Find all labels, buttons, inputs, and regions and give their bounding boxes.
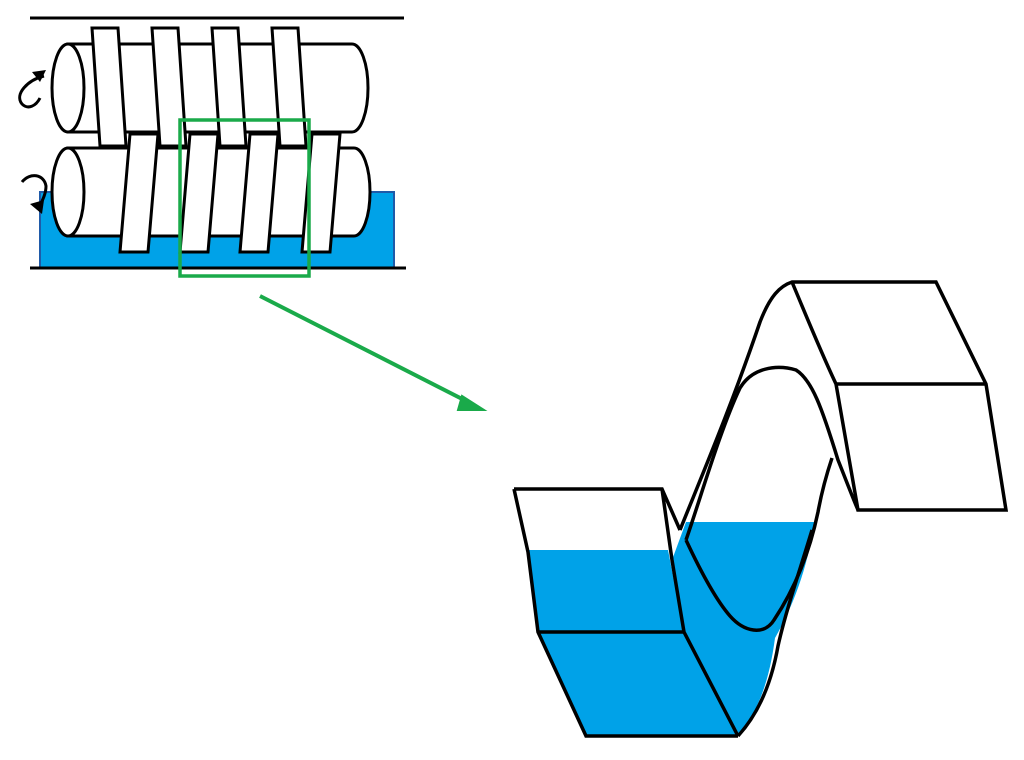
lower-flight: [178, 132, 220, 254]
flight-outer-crest: [678, 280, 1009, 531]
upper-flight: [270, 26, 308, 148]
upper-flight: [150, 26, 188, 148]
flight-lower-curve: [736, 529, 814, 738]
upper-flight: [210, 26, 248, 148]
liquid-fill-right: [672, 522, 814, 736]
flight-inner-crest: [684, 365, 860, 541]
lower-flight: [238, 132, 280, 254]
lower-roller: [50, 132, 372, 254]
lower-roller-end: [50, 146, 86, 238]
upper-flight: [90, 26, 128, 148]
upper-roller: [50, 26, 370, 148]
arrow-right-down-icon: [259, 294, 488, 411]
trough-inner-face: [660, 488, 740, 737]
lower-flight: [118, 132, 160, 254]
rotation-arrow-icon: [18, 70, 46, 109]
lower-flight: [300, 132, 342, 254]
liquid-fill-left: [527, 550, 738, 736]
zoom-highlight-box: [178, 118, 311, 278]
upper-roller-end: [50, 42, 86, 134]
magnified-flight-view: [512, 280, 1009, 738]
trough-wall-left: [514, 487, 682, 531]
rotation-arrow-icon: [20, 174, 48, 214]
flight-trough-curve: [684, 457, 834, 632]
roller-assembly: [18, 16, 406, 278]
